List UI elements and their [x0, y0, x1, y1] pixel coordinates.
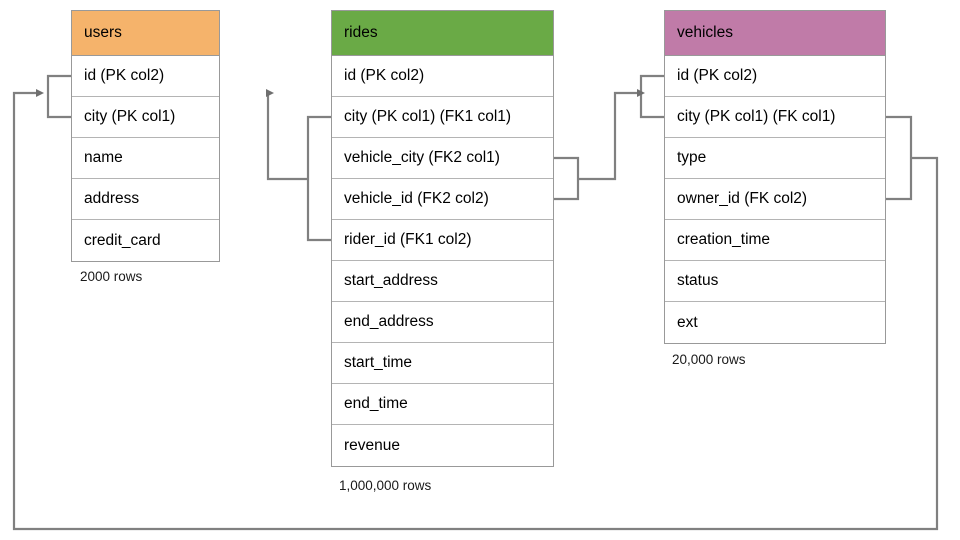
column-label: vehicle_id (FK2 col2): [344, 190, 489, 207]
table-users-title: users: [84, 24, 122, 41]
column-label: owner_id (FK col2): [677, 190, 808, 207]
table-rides-column-id[interactable]: id (PK col2): [332, 56, 553, 97]
table-users-row-count: 2000 rows: [80, 269, 143, 284]
table-users-column-name[interactable]: name: [72, 138, 219, 179]
column-label: city (PK col1) (FK col1): [677, 108, 836, 125]
table-rides-column-end-address[interactable]: end_address: [332, 302, 553, 343]
table-vehicles-column-owner-id[interactable]: owner_id (FK col2): [665, 179, 885, 220]
column-label: credit_card: [84, 231, 161, 249]
column-label: city (PK col1) (FK1 col1): [344, 108, 512, 125]
table-rides[interactable]: rides id (PK col2) city (PK col1) (FK1 c…: [331, 10, 554, 467]
column-label: start_address: [344, 272, 438, 289]
table-vehicles-column-creation-time[interactable]: creation_time: [665, 220, 885, 261]
column-label: start_time: [344, 354, 413, 371]
table-rides-row-count: 1,000,000 rows: [339, 478, 432, 493]
column-label: address: [84, 190, 140, 207]
column-label: rider_id (FK1 col2): [344, 231, 472, 248]
table-vehicles-column-city[interactable]: city (PK col1) (FK col1): [665, 97, 885, 138]
column-label: creation_time: [677, 231, 771, 248]
table-users-column-credit-card[interactable]: credit_card: [72, 220, 219, 261]
column-label: status: [677, 272, 719, 289]
table-rides-column-start-address[interactable]: start_address: [332, 261, 553, 302]
column-label: name: [84, 149, 123, 166]
table-vehicles-title: vehicles: [677, 24, 733, 41]
column-label: end_time: [344, 395, 408, 412]
table-rides-column-city[interactable]: city (PK col1) (FK1 col1): [332, 97, 553, 138]
table-vehicles-header: vehicles: [665, 11, 885, 56]
column-label: id (PK col2): [84, 67, 165, 84]
table-users-header: users: [72, 11, 219, 56]
rides-fk1-wire: [266, 89, 308, 181]
column-label: city (PK col1): [84, 108, 176, 125]
vehicles-left-bracket: [639, 74, 664, 119]
table-vehicles-column-type[interactable]: type: [665, 138, 885, 179]
rides-fk2-bracket: [554, 156, 580, 201]
table-rides-column-vehicle-city[interactable]: vehicle_city (FK2 col1): [332, 138, 553, 179]
users-left-bracket: [46, 74, 71, 119]
rides-fk2-wire: [578, 89, 645, 181]
table-users-column-address[interactable]: address: [72, 179, 219, 220]
table-rides-column-rider-id[interactable]: rider_id (FK1 col2): [332, 220, 553, 261]
table-users-column-city[interactable]: city (PK col1): [72, 97, 219, 138]
table-rides-column-end-time[interactable]: end_time: [332, 384, 553, 425]
table-rides-column-vehicle-id[interactable]: vehicle_id (FK2 col2): [332, 179, 553, 220]
table-users-column-id[interactable]: id (PK col2): [72, 56, 219, 97]
table-rides-title: rides: [344, 24, 378, 41]
column-label: ext: [677, 313, 698, 331]
table-vehicles-column-id[interactable]: id (PK col2): [665, 56, 885, 97]
table-vehicles-row-count: 20,000 rows: [672, 352, 746, 367]
table-rides-header: rides: [332, 11, 553, 56]
table-users[interactable]: users id (PK col2) city (PK col1) name a…: [71, 10, 220, 262]
table-vehicles[interactable]: vehicles id (PK col2) city (PK col1) (FK…: [664, 10, 886, 344]
column-label: id (PK col2): [677, 67, 758, 84]
table-rides-column-start-time[interactable]: start_time: [332, 343, 553, 384]
column-label: id (PK col2): [344, 67, 425, 84]
vehicles-fk-bracket: [886, 115, 913, 201]
column-label: type: [677, 149, 707, 166]
column-label: revenue: [344, 436, 401, 454]
column-label: vehicle_city (FK2 col1): [344, 149, 500, 166]
table-vehicles-column-status[interactable]: status: [665, 261, 885, 302]
table-rides-column-revenue[interactable]: revenue: [332, 425, 553, 466]
table-vehicles-column-ext[interactable]: ext: [665, 302, 885, 343]
rides-fk1-bracket: [306, 115, 331, 242]
column-label: end_address: [344, 313, 434, 330]
